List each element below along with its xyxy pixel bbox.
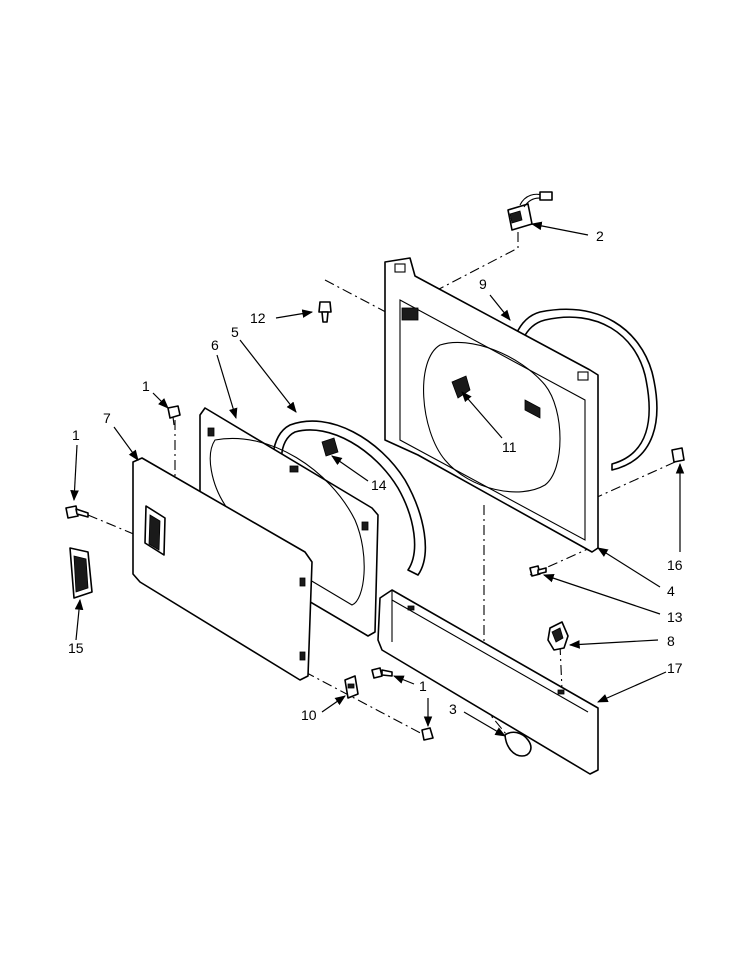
callout-10: 10: [301, 707, 317, 723]
screw-bottom-a: [371, 667, 393, 679]
callout-17: 17: [667, 660, 683, 676]
part-7-outer-door: [132, 457, 313, 681]
callout-16: 16: [667, 557, 683, 573]
screw-top: [167, 405, 181, 426]
callout-3: 3: [449, 701, 457, 717]
part-1-screws: [65, 405, 547, 741]
part-16-bracket: [671, 447, 685, 463]
callout-12: 12: [250, 310, 266, 326]
part-17-toe-panel: [377, 589, 599, 775]
part-4-inner-frame: [384, 257, 599, 553]
callout-1-left: 1: [72, 427, 80, 443]
callout-labels: 2 9 12 6 5 1 7 1 11 14 16 4 13 15 8 17 1…: [68, 228, 683, 723]
part-2-switch-harness: [507, 191, 553, 231]
part-10-hinge-bracket: [344, 675, 359, 699]
callout-13: 13: [667, 609, 683, 625]
callout-1-top: 1: [142, 378, 150, 394]
part-3-hose: [504, 731, 532, 757]
callout-11: 11: [502, 439, 517, 455]
callout-6: 6: [211, 337, 219, 353]
callout-15: 15: [68, 640, 84, 656]
part-14-hinge-block: [321, 437, 339, 457]
screw-left: [65, 505, 89, 519]
screw-bottom-b: [421, 727, 434, 741]
screw-13: [529, 565, 547, 577]
callout-5: 5: [231, 324, 239, 340]
callout-8: 8: [667, 633, 675, 649]
callout-9: 9: [479, 276, 487, 292]
part-8-latch: [547, 621, 569, 651]
callout-4: 4: [667, 583, 675, 599]
part-15-handle: [69, 547, 93, 599]
callout-7: 7: [103, 410, 111, 426]
callout-1-bottom: 1: [419, 678, 427, 694]
callout-14: 14: [371, 477, 387, 493]
leader-lines: [70, 221, 685, 737]
callout-2: 2: [596, 228, 604, 244]
part-12-screw: [318, 301, 332, 323]
